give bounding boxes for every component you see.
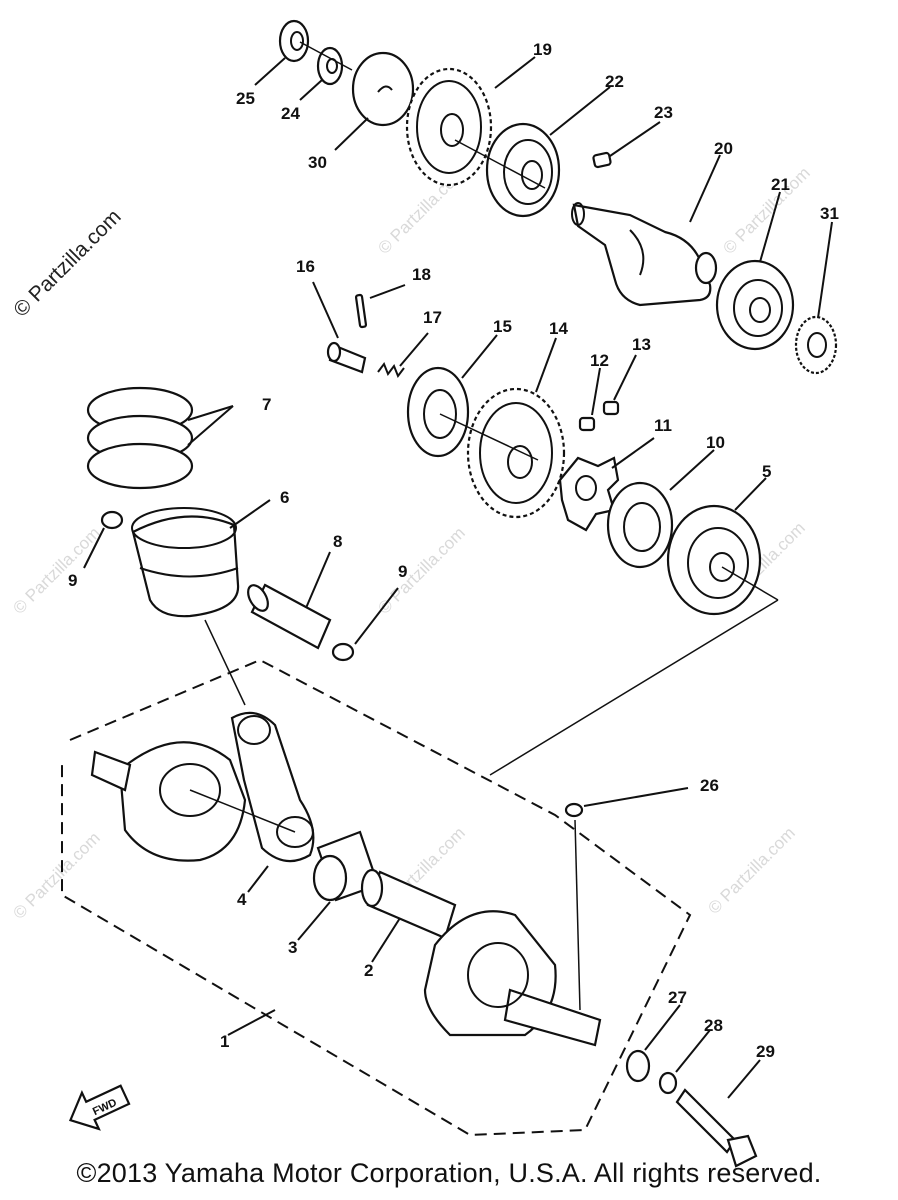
part-13-pin <box>602 400 620 416</box>
part-5-bearing <box>666 504 762 616</box>
label-part-3: 3 <box>288 938 297 957</box>
piston-group <box>86 386 355 706</box>
watermark-main: © Partzilla.com <box>9 205 125 321</box>
part-23-key <box>592 151 612 169</box>
label-part-31: 31 <box>820 204 839 223</box>
label-part-10: 10 <box>706 433 725 452</box>
part-24-washer <box>316 46 344 86</box>
part-11-hub <box>558 456 620 532</box>
watermark: © Partzilla.com <box>704 823 798 917</box>
label-part-18: 18 <box>412 265 431 284</box>
part-25-nut <box>278 19 310 63</box>
label-part-8: 8 <box>333 532 342 551</box>
label-part-19: 19 <box>533 40 552 59</box>
label-part-22: 22 <box>605 72 624 91</box>
part-20-balancer-shaft <box>571 202 718 307</box>
part-8-pin <box>247 583 332 650</box>
part-12-pin <box>578 416 596 432</box>
part-21-bearing <box>715 259 795 351</box>
part-27-washer <box>625 1049 651 1083</box>
part-26-key <box>564 787 689 1011</box>
label-part-23: 23 <box>654 103 673 122</box>
label-part-4: 4 <box>237 890 247 909</box>
part-9-clip <box>331 642 355 662</box>
label-part-20: 20 <box>714 139 733 158</box>
watermark: © Partzilla.com <box>9 828 103 922</box>
watermark: © Partzilla.com <box>9 523 103 617</box>
label-part-26: 26 <box>700 776 719 795</box>
label-part-27: 27 <box>668 988 687 1007</box>
part-6-piston <box>131 507 240 618</box>
part-29-bolt <box>675 1088 758 1168</box>
label-part-5: 5 <box>762 462 771 481</box>
part-7-rings <box>86 386 194 490</box>
label-part-16: 16 <box>296 257 315 276</box>
part-18-pin <box>354 293 368 329</box>
part-16-pin <box>326 341 367 374</box>
part-4-con-rod <box>230 711 315 863</box>
part-14-gear <box>466 387 566 519</box>
copyright-notice: ©2013 Yamaha Motor Corporation, U.S.A. A… <box>76 1158 822 1188</box>
label-part-17: 17 <box>423 308 442 327</box>
label-part-7: 7 <box>262 395 271 414</box>
leader-lines <box>83 56 833 1099</box>
label-part-14: 14 <box>549 319 568 338</box>
label-part-9-left: 9 <box>68 571 77 590</box>
label-part-11: 11 <box>654 416 672 435</box>
label-part-29: 29 <box>756 1042 775 1061</box>
part-15-plate <box>406 366 470 458</box>
label-part-6: 6 <box>280 488 289 507</box>
label-part-30: 30 <box>308 153 327 172</box>
label-part-9-right: 9 <box>398 562 407 581</box>
fwd-arrow: FWD <box>68 1084 131 1131</box>
watermark: © Partzilla.com <box>719 163 813 257</box>
watermark: © Partzilla.com <box>374 523 468 617</box>
part-19-gear <box>405 67 493 187</box>
part-9-clip <box>100 510 124 530</box>
crankshaft-group <box>61 658 692 1137</box>
balancer-group <box>278 19 838 375</box>
part-31-gear <box>794 315 838 375</box>
label-part-13: 13 <box>632 335 651 354</box>
label-part-2: 2 <box>364 961 373 980</box>
part-labels: 25 24 30 19 22 23 20 21 31 16 18 17 15 1… <box>68 40 839 1061</box>
part-22-bearing <box>485 122 561 218</box>
part-10-plate <box>606 481 674 569</box>
label-part-25: 25 <box>236 89 255 108</box>
label-part-28: 28 <box>704 1016 723 1035</box>
crank-left <box>90 741 247 862</box>
label-part-1: 1 <box>220 1032 229 1051</box>
label-part-12: 12 <box>590 351 609 370</box>
label-part-21: 21 <box>771 175 790 194</box>
part-28-lockwasher <box>658 1071 678 1095</box>
middle-group <box>326 293 779 776</box>
crank-right <box>423 910 602 1047</box>
part-30-plate <box>351 51 415 127</box>
part-17-spring <box>377 361 405 379</box>
label-part-15: 15 <box>493 317 512 336</box>
label-part-24: 24 <box>281 104 300 123</box>
